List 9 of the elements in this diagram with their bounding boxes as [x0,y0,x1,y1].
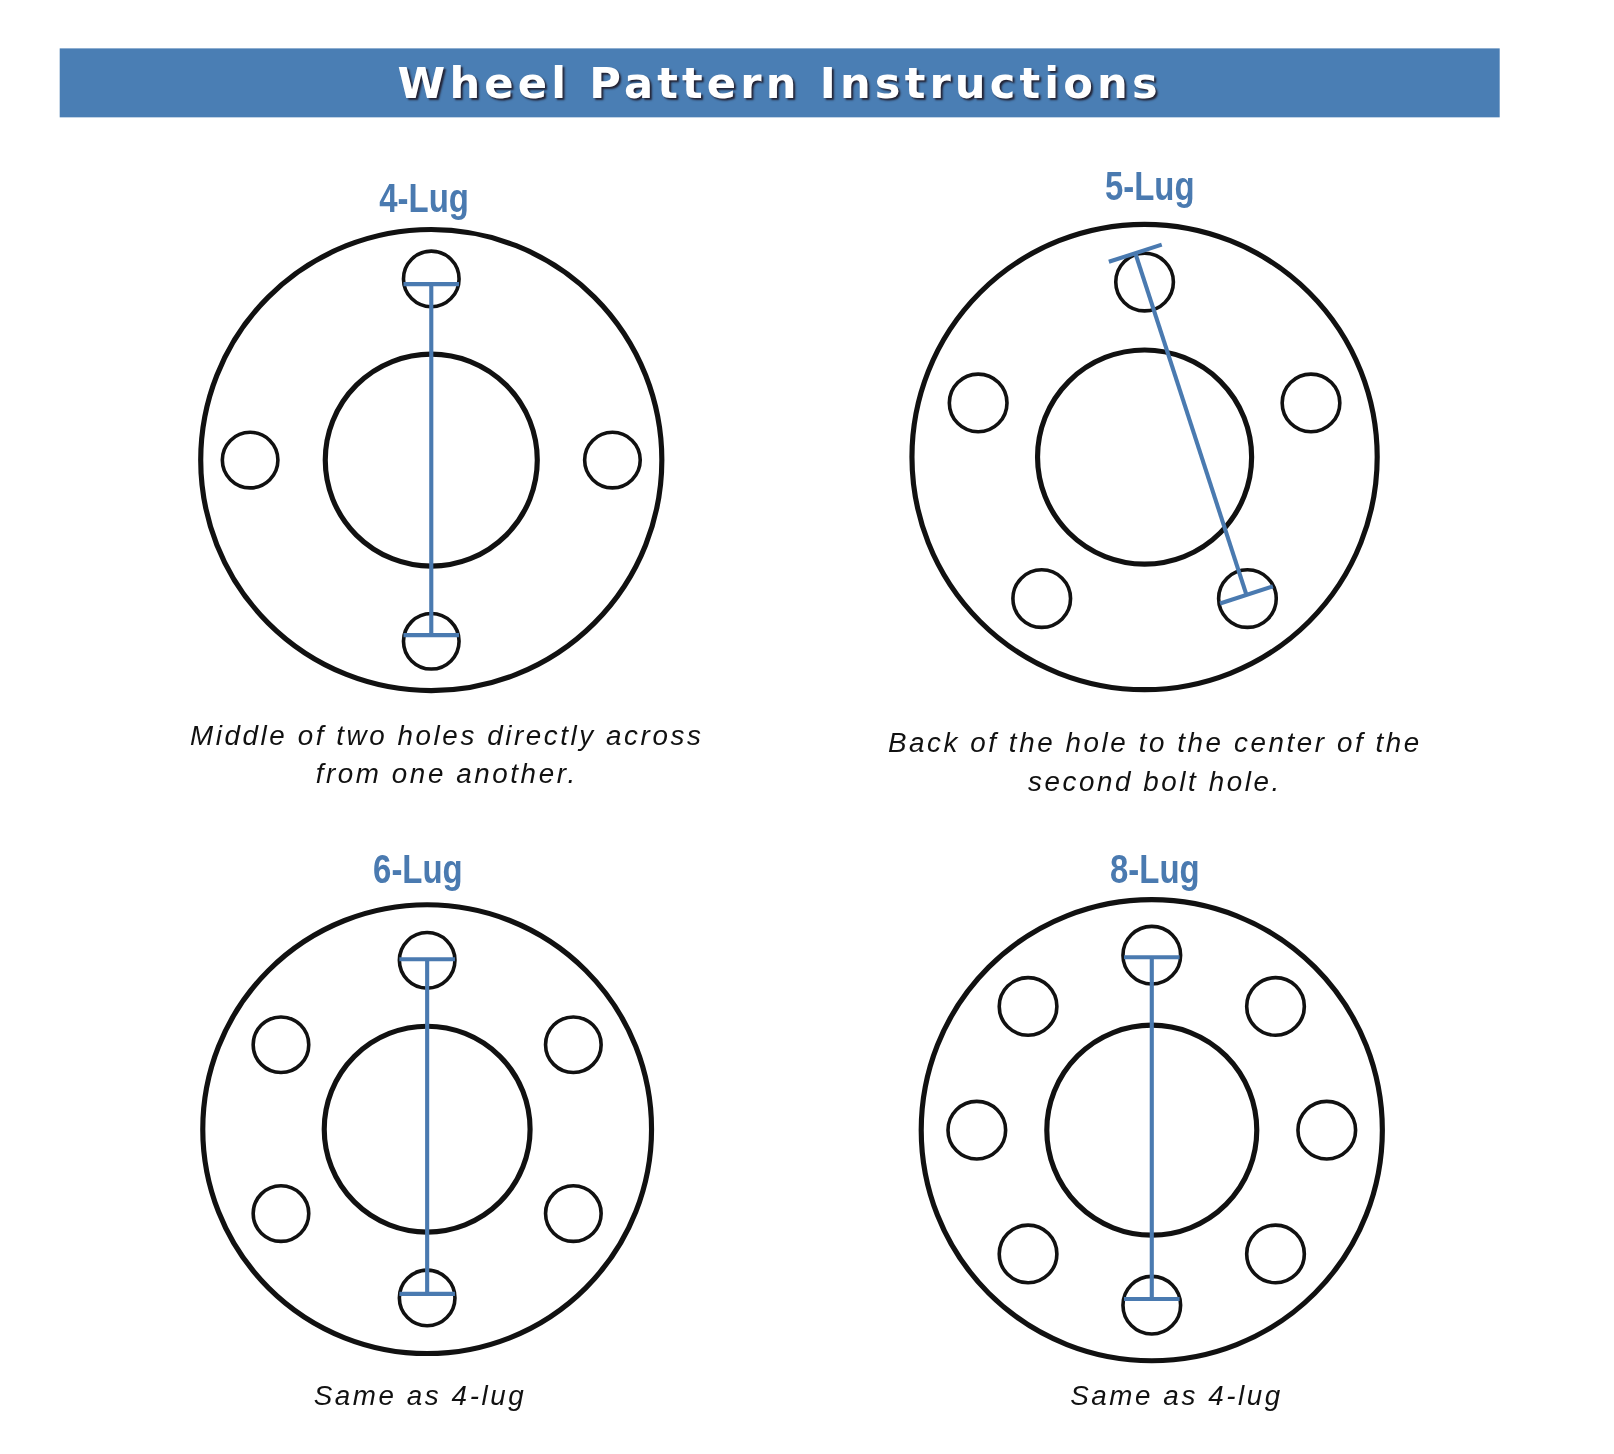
caption: Same as 4-lug [312,1379,528,1414]
heading: 8-Lug [1109,846,1201,893]
heading: 4-Lug [378,175,470,222]
title: Wheel Pattern Instructions [397,57,1162,109]
heading: 5-Lug [1103,162,1196,209]
caption: Back of the hole to the center of the second bolt hole. [886,726,1423,799]
caption: Middle of two holes directly across from one another. [189,719,705,792]
heading: 6-Lug [372,846,464,893]
caption: Same as 4-lug [1069,1379,1284,1414]
